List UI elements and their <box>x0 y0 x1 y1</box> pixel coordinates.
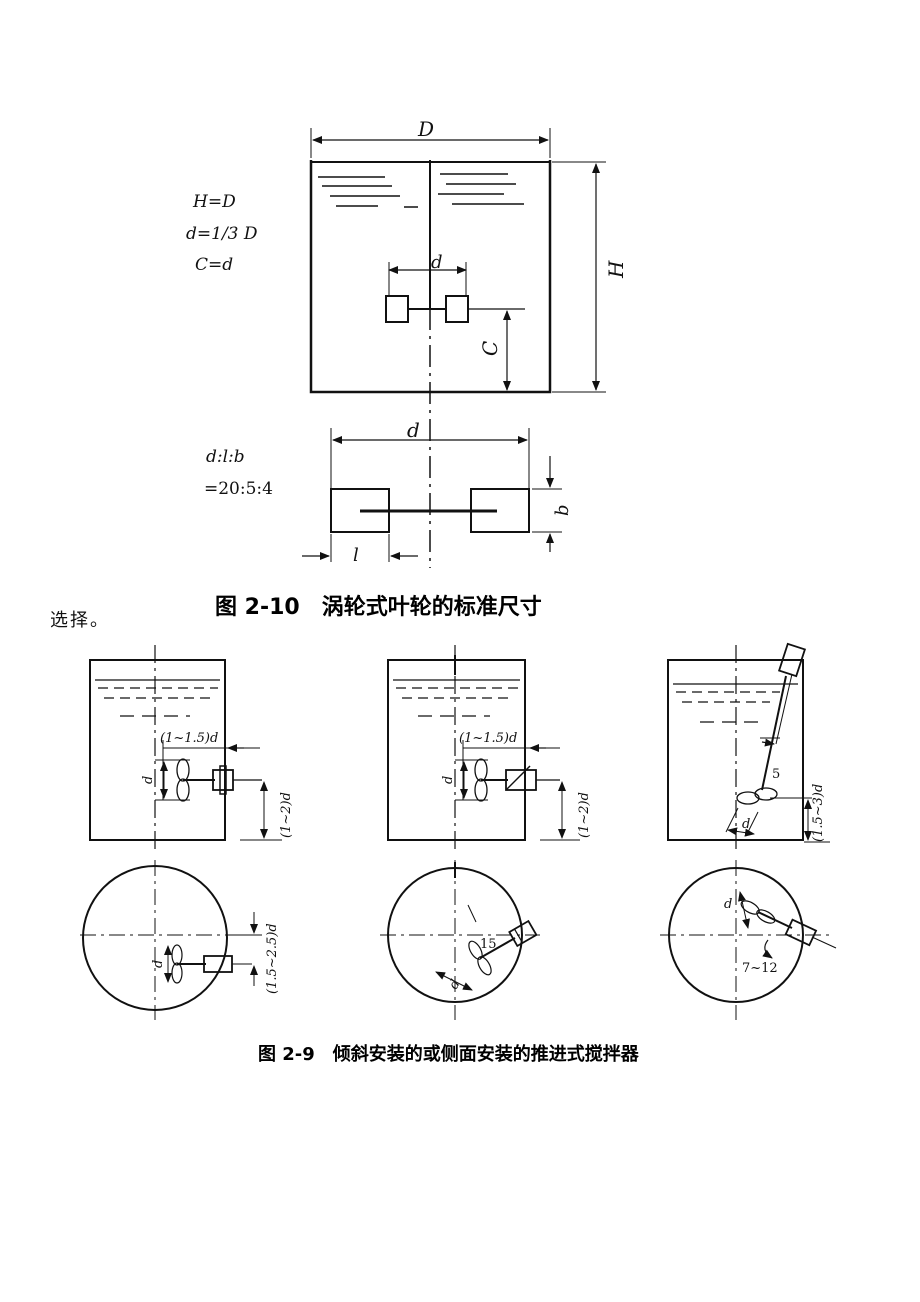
tank-c-height: (1.5~3)d <box>811 784 826 842</box>
dim-H-label: H <box>604 260 628 279</box>
detail-d-label: d <box>407 418 420 442</box>
relation-h: H=D <box>192 192 236 212</box>
impeller-blade-right <box>445 295 469 323</box>
body-text: 选择。 <box>50 610 110 631</box>
relation-d: d=1/3 D <box>186 224 258 244</box>
detail-l-label: l <box>353 545 359 566</box>
plan-view-b <box>380 860 540 1020</box>
side-mount-tank-a <box>89 645 282 850</box>
plan-view-a <box>80 860 262 1020</box>
dim-C-label: C <box>478 341 502 356</box>
turbine-tank-diagram <box>309 128 606 568</box>
relation-c: C=d <box>195 255 233 275</box>
plan-c-d: d <box>724 897 732 912</box>
tank-a-d: d <box>141 776 156 784</box>
ratio-values: =20:5:4 <box>204 479 273 499</box>
liquid-surface-lines <box>318 173 524 208</box>
tank-b-d: d <box>441 776 456 784</box>
plan-view-c <box>660 860 837 1020</box>
dim-D-label: D <box>417 117 434 141</box>
dim-d-label: d <box>431 252 443 273</box>
plan-b-angle: 15 <box>480 937 497 952</box>
ratio-label: d:l:b <box>206 447 245 467</box>
figure-2-9-caption: 图 2-9 倾斜安装的或侧面安装的推进式搅拌器 <box>258 1043 640 1065</box>
tank-b-height: (1~2)d <box>577 792 592 838</box>
side-mount-tank-b <box>387 645 580 850</box>
plan-c-angle: 7~12 <box>742 961 778 976</box>
figure-2-10-caption: 图 2-10 涡轮式叶轮的标准尺寸 <box>215 594 542 620</box>
impeller-blade-left <box>385 295 409 323</box>
tank-a-clearance: (1~1.5)d <box>160 731 218 746</box>
plan-a-offset: (1.5~2.5)d <box>265 923 280 994</box>
detail-b-label: b <box>552 504 573 516</box>
impeller-detail-diagram <box>302 428 562 562</box>
tank-a-height: (1~2)d <box>279 792 294 838</box>
plan-a-d: d <box>151 960 166 968</box>
tank-c-d: d <box>742 817 750 832</box>
angled-tank-c <box>667 642 830 850</box>
tank-b-clearance: (1~1.5)d <box>459 731 517 746</box>
tank-c-length: 5 <box>772 767 780 782</box>
